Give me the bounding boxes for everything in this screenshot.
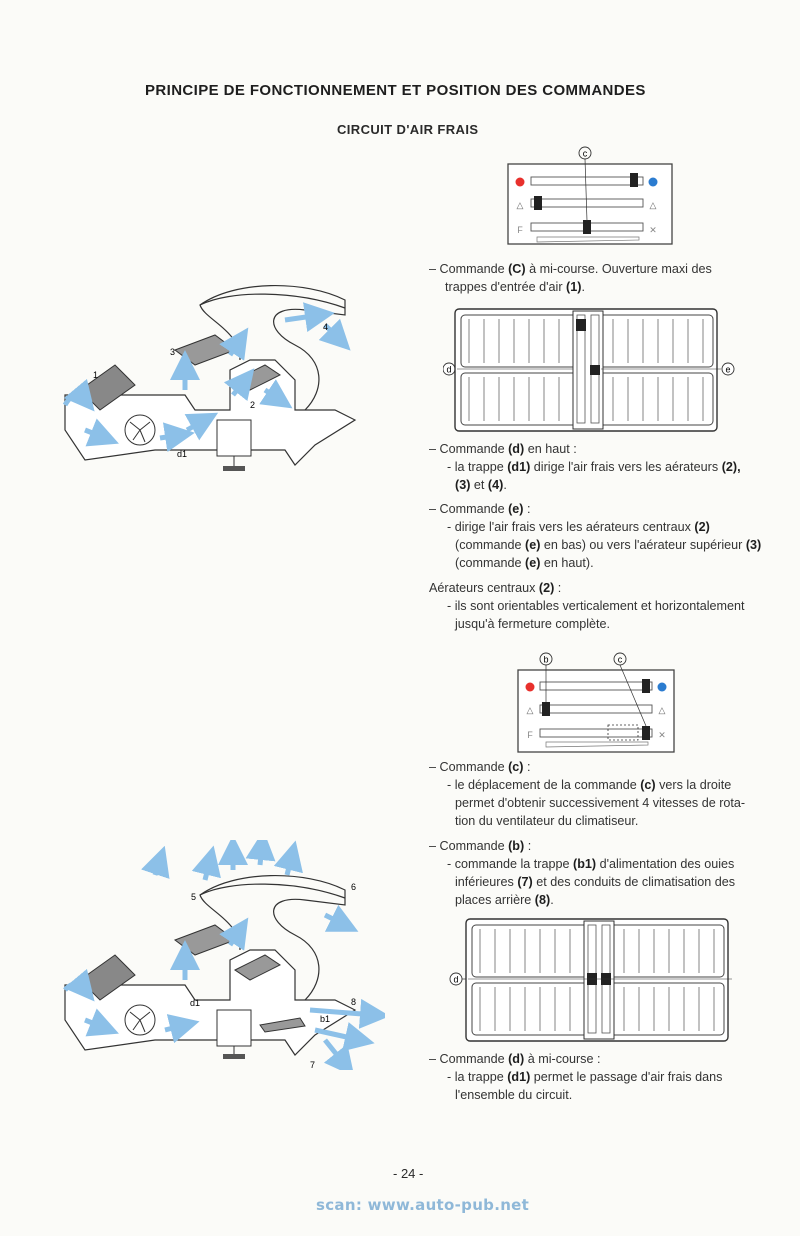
svg-text:5: 5 <box>191 892 196 902</box>
svg-text:7: 7 <box>310 1060 315 1070</box>
svg-text:4: 4 <box>323 322 328 332</box>
blue-dot-icon <box>648 177 658 187</box>
page-title: PRINCIPE DE FONCTIONNEMENT ET POSITION D… <box>145 82 646 99</box>
svg-text:3: 3 <box>170 347 175 357</box>
svg-text:F: F <box>517 225 523 235</box>
svg-text:d1: d1 <box>177 449 187 459</box>
svg-text:△: △ <box>659 705 666 715</box>
section-subtitle: CIRCUIT D'AIR FRAIS <box>337 122 479 137</box>
svg-text:b: b <box>543 655 548 665</box>
airflow-diagram-2: 5 6 7 8 b1 d1 <box>63 840 385 1070</box>
svg-text:b1: b1 <box>320 1014 330 1024</box>
label-c: c <box>583 149 588 159</box>
vent-panel-2: d <box>449 918 732 1042</box>
svg-text:d: d <box>446 365 451 375</box>
svg-text:✕: ✕ <box>658 730 666 740</box>
svg-text:1: 1 <box>93 370 98 380</box>
vent-panel-1: d e <box>443 308 735 432</box>
svg-text:6: 6 <box>351 882 356 892</box>
svg-text:8: 8 <box>351 997 356 1007</box>
svg-text:c: c <box>618 655 623 665</box>
svg-text:F: F <box>527 730 533 740</box>
control-panel-1: c △ △ F ✕ <box>507 146 673 245</box>
red-dot-icon <box>515 177 525 187</box>
svg-text:△: △ <box>650 200 657 210</box>
svg-text:d: d <box>453 975 458 985</box>
svg-text:2: 2 <box>250 400 255 410</box>
scan-watermark: scan: www.auto-pub.net <box>316 1196 530 1214</box>
svg-text:△: △ <box>527 705 534 715</box>
airflow-diagram-1: 1 2 3 4 d1 <box>62 284 357 471</box>
svg-text:△: △ <box>517 200 524 210</box>
svg-text:✕: ✕ <box>649 225 657 235</box>
svg-text:d1: d1 <box>190 998 200 1008</box>
page-number: - 24 - <box>393 1166 424 1181</box>
control-panel-2: b c △ △ F ✕ <box>517 652 675 753</box>
svg-text:e: e <box>725 365 730 375</box>
